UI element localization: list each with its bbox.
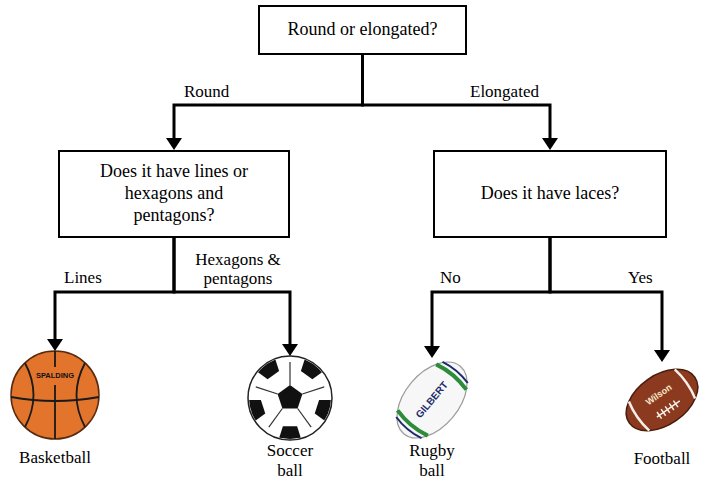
soccer-seam bbox=[302, 387, 324, 394]
connector-arrow bbox=[174, 238, 298, 356]
soccer-pentagon bbox=[251, 351, 282, 382]
arrow-head bbox=[424, 346, 440, 358]
decision-box: Does it have lines or hexagons and penta… bbox=[58, 150, 290, 238]
football-body bbox=[615, 357, 706, 444]
ball-node: Soccer ball bbox=[245, 356, 335, 482]
soccer-seam bbox=[256, 387, 278, 394]
football-stripe bbox=[675, 368, 697, 398]
soccer-pentagon bbox=[239, 396, 267, 424]
connector-line bbox=[432, 238, 550, 346]
arrow-head bbox=[166, 138, 182, 150]
basketball-seam bbox=[77, 363, 86, 427]
branch-label: No bbox=[438, 268, 463, 287]
soccer-pentagon bbox=[297, 351, 328, 382]
rugby-ball-illustration bbox=[383, 349, 481, 451]
basketball-seam bbox=[54, 351, 56, 439]
arrow-head bbox=[47, 339, 63, 351]
connector-arrow bbox=[47, 238, 174, 351]
connector-arrow bbox=[424, 238, 550, 358]
connector-line bbox=[55, 238, 174, 339]
branch-label: Hexagons & pentagons bbox=[186, 250, 290, 288]
arrow-head bbox=[282, 344, 298, 356]
branch-label: Round bbox=[182, 82, 231, 101]
basketball-seam bbox=[25, 363, 34, 427]
arrow-head bbox=[654, 350, 670, 362]
soccer-pentagon bbox=[313, 396, 341, 424]
arrow-head bbox=[542, 138, 558, 150]
question-text: Does it have laces? bbox=[481, 183, 619, 205]
connector-line bbox=[174, 238, 290, 344]
rugby-stripe bbox=[443, 360, 470, 383]
connector-line bbox=[174, 55, 363, 138]
connector-line bbox=[550, 238, 662, 350]
basketball-illustration bbox=[11, 351, 99, 439]
connector-arrow bbox=[166, 55, 363, 150]
ball-name: Soccer ball bbox=[260, 441, 320, 482]
branch-label: Lines bbox=[62, 268, 104, 287]
ball-logo: SPALDING bbox=[36, 372, 74, 380]
soccer-seam bbox=[289, 362, 290, 385]
rugby-ball-body bbox=[383, 349, 481, 451]
question-text: Round or elongated? bbox=[288, 19, 438, 41]
soccer-ball-illustration bbox=[239, 351, 341, 448]
soccer-seam bbox=[269, 409, 283, 428]
question-text: Does it have lines or hexagons and penta… bbox=[84, 161, 264, 227]
basketball-body bbox=[11, 351, 99, 439]
ball-name: Basketball bbox=[19, 448, 91, 469]
ball-node: Rugby ball bbox=[387, 358, 477, 482]
connector-arrow bbox=[550, 238, 670, 362]
football-illustration bbox=[615, 357, 706, 444]
connector-line bbox=[363, 55, 551, 138]
football-stripe bbox=[627, 401, 649, 431]
rugby-stripe bbox=[395, 417, 422, 440]
branch-label: Elongated bbox=[468, 82, 541, 101]
ball-name: Rugby ball bbox=[402, 441, 462, 482]
decision-box: Round or elongated? bbox=[258, 5, 467, 55]
decision-box: Does it have laces? bbox=[433, 150, 667, 238]
branch-label: Yes bbox=[626, 268, 655, 287]
ball-node: Basketball bbox=[5, 351, 105, 469]
connector-arrow bbox=[363, 55, 559, 150]
football-laces bbox=[655, 398, 683, 421]
ball-name: Football bbox=[634, 449, 691, 470]
soccer-pentagon bbox=[278, 385, 303, 409]
ball-node: Football bbox=[622, 362, 702, 470]
soccer-seam bbox=[298, 409, 312, 428]
